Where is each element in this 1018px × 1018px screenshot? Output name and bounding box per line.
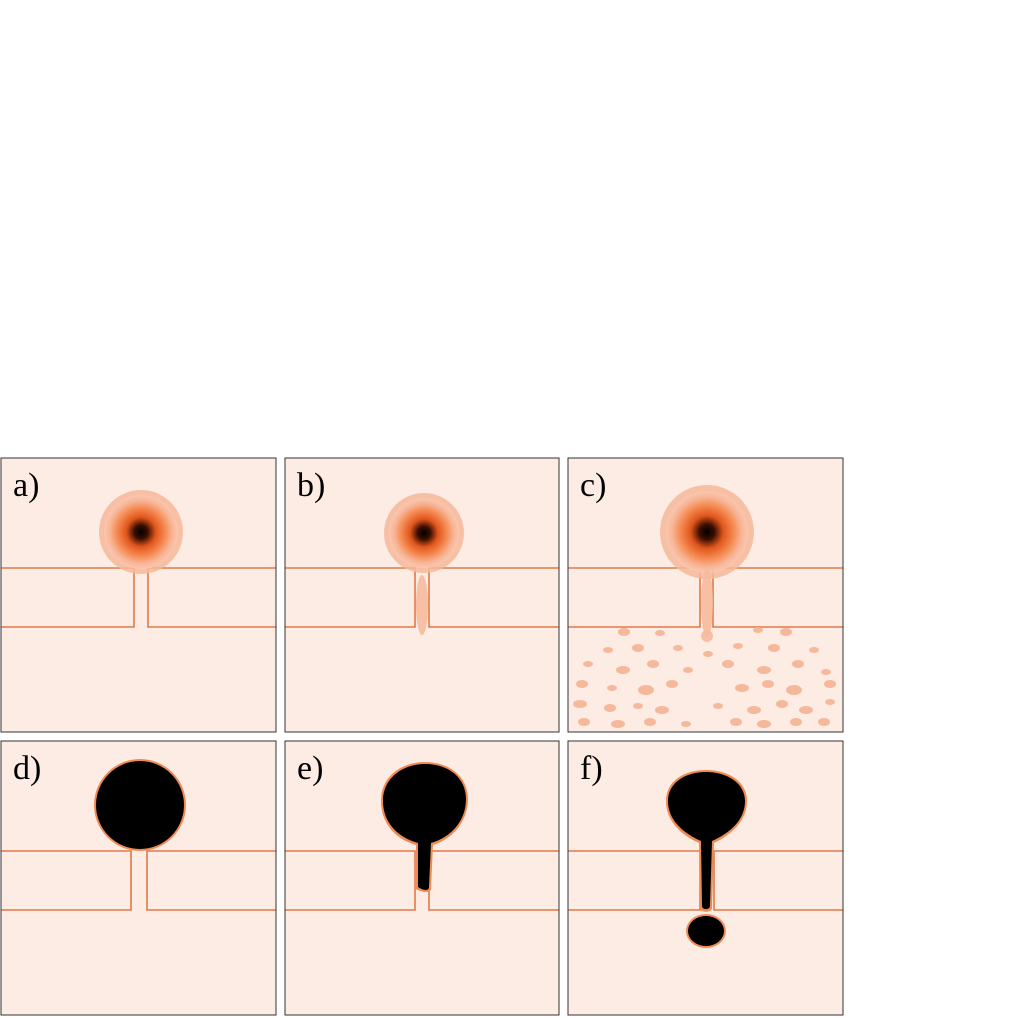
scattered-droplet xyxy=(632,644,644,652)
scattered-droplet xyxy=(747,706,761,714)
scattered-droplet xyxy=(713,703,723,709)
scattered-droplet xyxy=(735,684,749,692)
scattered-droplet xyxy=(655,706,669,714)
scattered-droplet xyxy=(681,721,691,727)
diffuse-blob xyxy=(104,495,178,569)
scattered-droplet xyxy=(576,680,588,688)
solid-drop xyxy=(96,761,184,849)
upper-drop xyxy=(668,772,745,909)
scattered-droplet xyxy=(733,643,743,649)
panel-d: d) xyxy=(0,740,277,1016)
scattered-droplets xyxy=(573,627,836,728)
scattered-droplet xyxy=(607,685,617,691)
channel-leak xyxy=(701,569,713,637)
panel-label: a) xyxy=(13,467,39,504)
scattered-droplet xyxy=(786,685,802,695)
scattered-droplet xyxy=(611,720,625,728)
channel-walls xyxy=(285,567,559,628)
diffuse-blob xyxy=(666,491,748,573)
panel-label: d) xyxy=(13,750,41,787)
panel-frame xyxy=(0,457,277,733)
scattered-droplet xyxy=(792,660,804,668)
panel-c: c) xyxy=(567,457,844,733)
drop-entering-channel xyxy=(383,764,466,890)
panel-b: b) xyxy=(284,457,560,733)
scattered-droplet xyxy=(799,706,813,714)
scattered-droplet xyxy=(616,666,630,674)
scattered-droplet xyxy=(603,647,613,653)
panel-frame xyxy=(567,740,844,1016)
scattered-droplet xyxy=(780,628,792,636)
scattered-droplet xyxy=(757,666,771,674)
scattered-droplet xyxy=(638,685,654,695)
panel-frame xyxy=(284,457,560,733)
panel-label: e) xyxy=(297,750,323,787)
panel-e: e) xyxy=(284,740,560,1016)
panel-frame xyxy=(567,457,844,733)
panel-frame xyxy=(0,740,277,1016)
panel-frame xyxy=(284,740,560,1016)
scattered-droplet xyxy=(757,720,771,728)
channel-walls xyxy=(568,567,843,628)
diffuse-blob xyxy=(389,498,459,568)
scattered-droplet xyxy=(604,704,616,712)
channel-walls xyxy=(1,567,276,628)
scattered-droplet xyxy=(573,700,587,708)
scattered-droplet xyxy=(655,630,665,636)
channel-walls xyxy=(1,850,276,911)
scattered-droplet xyxy=(633,703,643,709)
scattered-droplet xyxy=(753,627,763,633)
channel-leak xyxy=(416,575,428,635)
scattered-droplet xyxy=(683,667,693,673)
scattered-droplet xyxy=(583,661,593,667)
scattered-droplet xyxy=(647,660,659,668)
scattered-droplet xyxy=(722,660,734,668)
scattered-droplet xyxy=(821,669,831,675)
scattered-droplet xyxy=(818,718,830,726)
scattered-droplet xyxy=(809,647,819,653)
scattered-droplet xyxy=(790,718,802,726)
scattered-droplet xyxy=(825,699,835,705)
scattered-droplet xyxy=(618,628,630,636)
scattered-droplet xyxy=(762,680,774,688)
panel-label: f) xyxy=(580,750,603,787)
panel-f: f) xyxy=(567,740,844,1016)
scattered-droplet xyxy=(673,645,683,651)
scattered-droplet xyxy=(644,718,656,726)
scattered-droplet xyxy=(768,644,780,652)
panel-label: c) xyxy=(580,467,606,504)
scattered-droplet xyxy=(703,651,713,657)
pinched-droplet xyxy=(688,916,724,946)
channel-leak-drop xyxy=(701,630,713,642)
scattered-droplet xyxy=(730,718,742,726)
scattered-droplet xyxy=(578,718,590,726)
scattered-droplet xyxy=(776,700,788,708)
scattered-droplet xyxy=(666,680,678,688)
panel-a: a) xyxy=(0,457,277,733)
panel-label: b) xyxy=(297,467,325,504)
scattered-droplet xyxy=(824,680,836,688)
